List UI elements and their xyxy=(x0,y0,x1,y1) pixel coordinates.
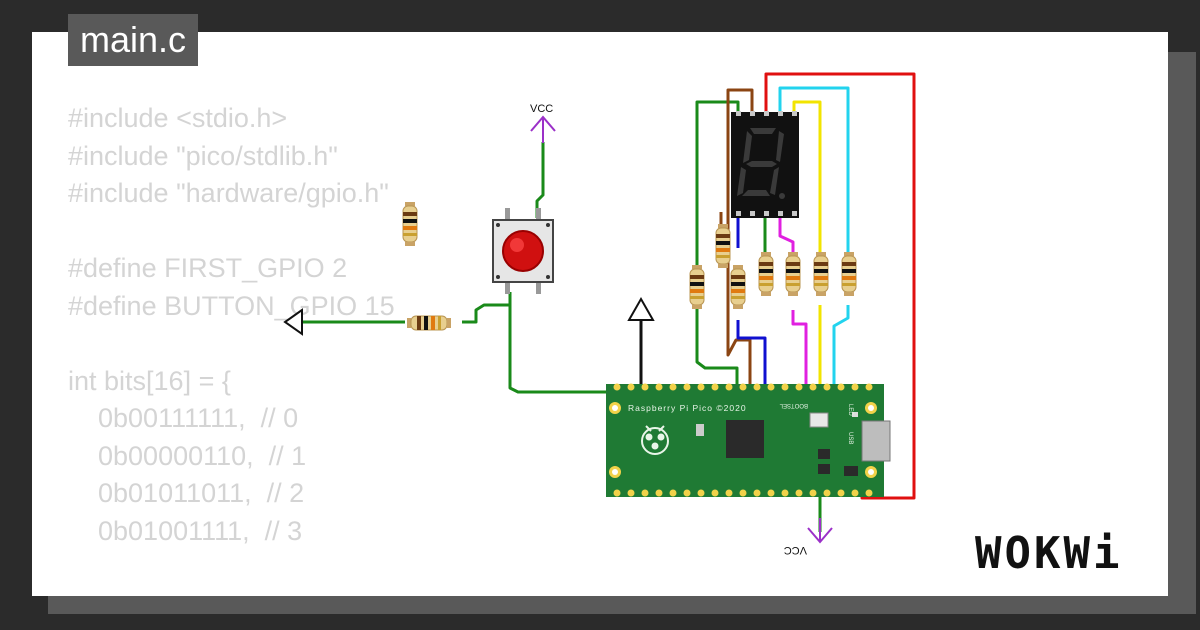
wire-vcc-button xyxy=(535,142,545,218)
resistor-loose[interactable] xyxy=(402,201,418,247)
resistor-segment[interactable] xyxy=(715,223,731,269)
file-tab-main-c[interactable]: main.c xyxy=(68,14,199,66)
resistor-segment[interactable] xyxy=(730,264,746,310)
gnd-arrow-up-icon xyxy=(627,296,655,321)
wire-segment-magenta-2 xyxy=(791,310,808,385)
usb-label: USB xyxy=(847,432,853,444)
bootsel-button[interactable] xyxy=(809,412,829,428)
resistor-button-pulldown[interactable] xyxy=(406,315,452,331)
code-background: #include <stdio.h> #include "pico/stdlib.… xyxy=(68,100,395,550)
wire-resistor-button xyxy=(462,292,512,324)
code-line: 0b00000110, // 1 xyxy=(68,440,307,471)
push-button-cap-icon[interactable] xyxy=(502,230,544,272)
code-line: 0b01001111, // 3 xyxy=(68,515,303,546)
bootsel-label: BOOTSEL xyxy=(779,402,808,408)
resistor-segment[interactable] xyxy=(785,251,801,297)
wire-segment-cyan-1 xyxy=(778,86,850,265)
wire-segment-yellow-1 xyxy=(792,100,822,265)
rp2040-chip-icon xyxy=(726,420,764,458)
code-line: #include "pico/stdlib.h" xyxy=(68,140,338,171)
simulation-panel xyxy=(32,32,1168,596)
usb-connector-icon xyxy=(861,420,891,462)
vcc-bottom-symbol: VCC xyxy=(784,518,833,556)
code-line: 0b00111111, // 0 xyxy=(68,403,299,433)
raspberry-pi-logo-icon xyxy=(641,425,669,455)
vcc-top-symbol: VCC xyxy=(530,103,556,143)
resistor-segment[interactable] xyxy=(841,251,857,297)
resistor-segment[interactable] xyxy=(813,251,829,297)
code-line: int bits[16] = { xyxy=(68,365,231,396)
vcc-bottom-label: VCC xyxy=(784,544,807,556)
wire-segment-blue-2 xyxy=(736,320,767,385)
led-indicator-icon xyxy=(852,412,858,417)
push-button[interactable] xyxy=(492,208,554,294)
code-line: 0b01011011, // 2 xyxy=(68,478,305,508)
code-line: #include "hardware/gpio.h" xyxy=(68,178,389,208)
seven-segment-display xyxy=(731,111,799,218)
wire-segment-cyan-2 xyxy=(832,305,850,385)
code-line: #define FIRST_GPIO 2 xyxy=(68,253,348,283)
wokwi-logo: WOKWi xyxy=(975,528,1123,579)
wire-segment-brown xyxy=(726,88,754,385)
resistor-segment[interactable] xyxy=(689,264,705,310)
resistor-segment[interactable] xyxy=(758,251,774,297)
led-label: LED xyxy=(847,404,853,416)
wire-button-pico xyxy=(508,292,610,394)
wire-segment-green xyxy=(695,100,740,385)
vcc-top-label: VCC xyxy=(530,103,553,115)
code-line: #include <stdio.h> xyxy=(68,103,288,133)
board-label: Raspberry Pi Pico ©2020 xyxy=(628,403,747,413)
code-line: #define BUTTON_GPIO 15 xyxy=(68,290,395,321)
gnd-arrow-left-icon xyxy=(283,308,303,336)
display-digit-icon xyxy=(737,128,785,199)
raspberry-pi-pico-board: Raspberry Pi Pico ©2020 BOOTSEL LED USB xyxy=(606,383,891,497)
